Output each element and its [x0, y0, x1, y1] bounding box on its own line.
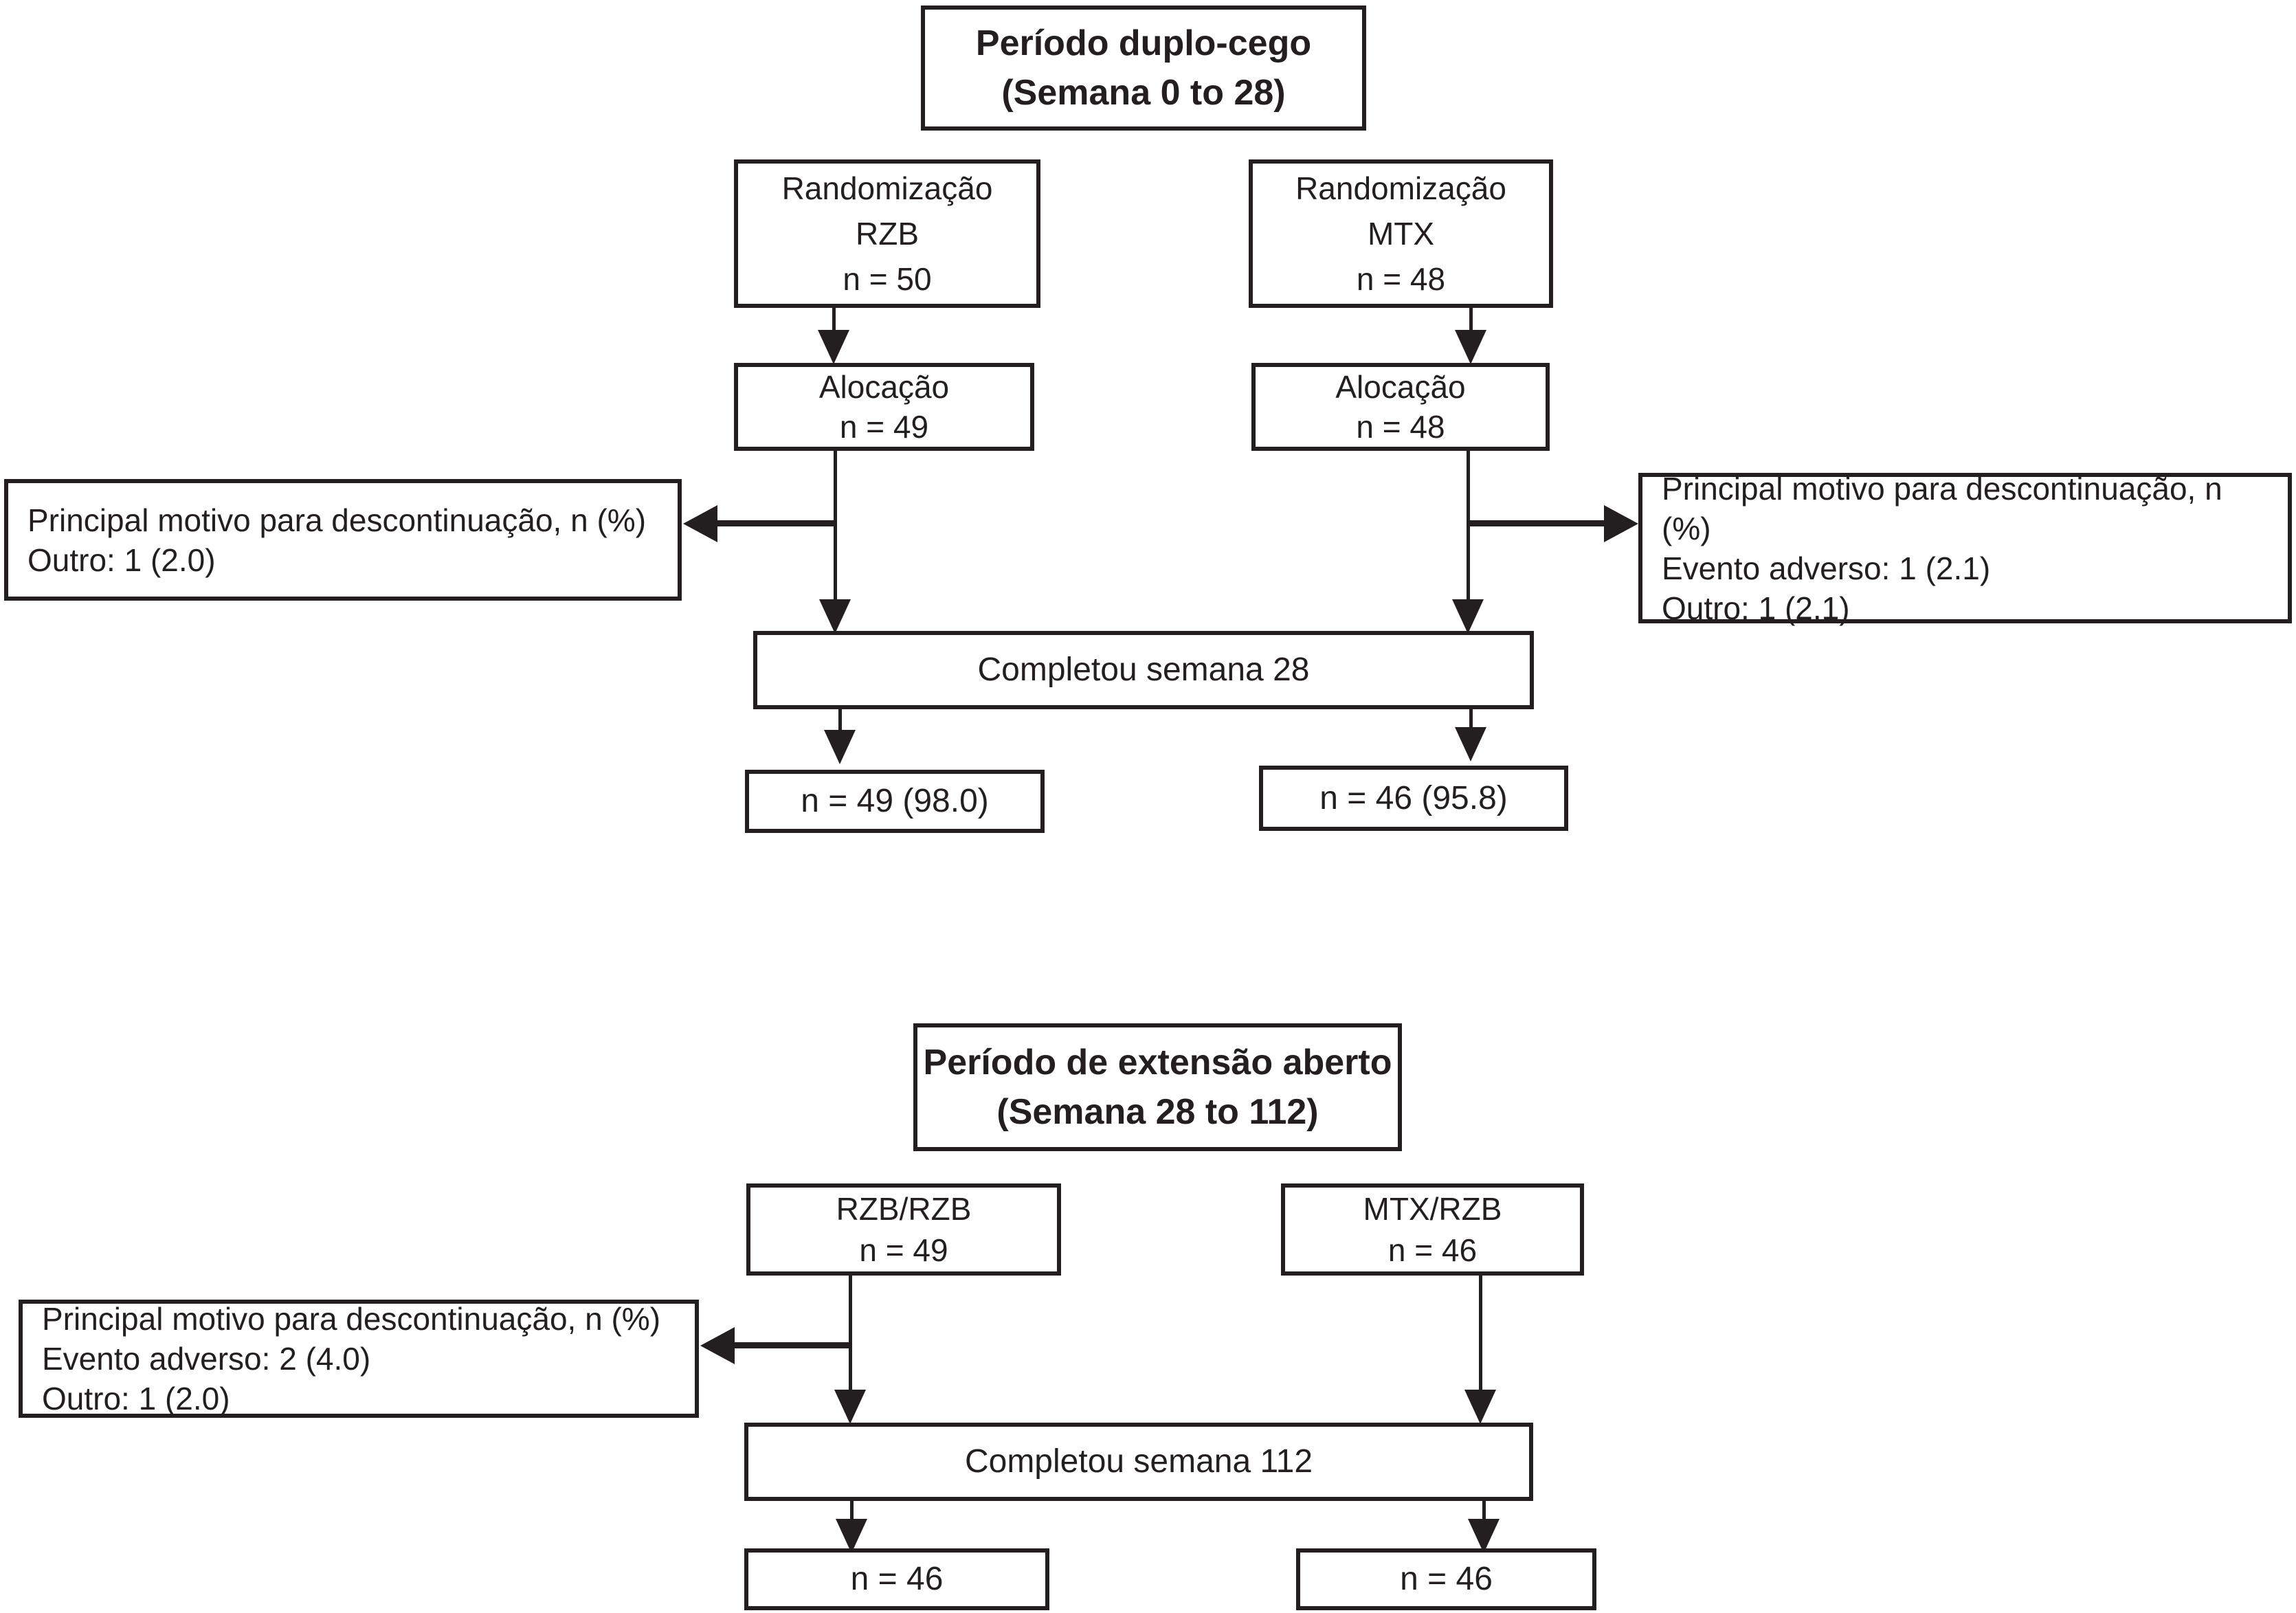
connector-rand-aloc-right	[1469, 308, 1473, 335]
discontinuation-bottom-line3: Outro: 1 (2.0)	[42, 1381, 230, 1416]
n-completed-rzb-value: n = 49 (98.0)	[801, 783, 989, 819]
discontinuation-right-line1: Principal motivo para descontinuação, n …	[1662, 470, 2222, 546]
arm-mtx-rzb-box: MTX/RZB n = 46	[1281, 1183, 1584, 1276]
arm-rzb-rzb-box: RZB/RZB n = 49	[746, 1183, 1061, 1276]
connector-completed-n-left	[838, 709, 842, 734]
bottom-period-title-line2: (Semana 28 to 112)	[996, 1092, 1319, 1132]
bottom-period-title-line1: Período de extensão aberto	[923, 1043, 1392, 1082]
connector-aloc-completed-right	[1467, 451, 1470, 606]
arm-mtx-rzb-label: MTX/RZB	[1363, 1191, 1502, 1227]
connector-completed112-n-left	[850, 1501, 854, 1524]
allocation-rzb-count: n = 49	[839, 409, 929, 445]
connector-completed-n-right	[1469, 709, 1473, 731]
randomization-mtx-line1: Randomização	[1295, 170, 1506, 206]
discontinuation-bottom-box: Principal motivo para descontinuação, n …	[19, 1300, 699, 1418]
randomization-rzb-box: Randomização RZB n = 50	[734, 159, 1040, 308]
arm-mtx-rzb-count: n = 46	[1387, 1232, 1478, 1268]
n-completed-mtx-box: n = 46 (95.8)	[1259, 766, 1568, 831]
connector-arm-completed-left	[849, 1276, 852, 1394]
connector-aloc-completed-left	[834, 451, 837, 606]
allocation-rzb-box: Alocação n = 49	[734, 363, 1034, 451]
arrowhead-down-n112-right	[1468, 1519, 1500, 1553]
top-period-title-line2: (Semana 0 to 28)	[1001, 73, 1286, 113]
n-completed112-rzb-box: n = 46	[744, 1548, 1049, 1610]
connector-arm-completed-right	[1479, 1276, 1482, 1394]
n-completed-mtx-value: n = 46 (95.8)	[1319, 779, 1508, 816]
n-completed112-mtx-box: n = 46	[1296, 1548, 1596, 1610]
branch-line-disc-right	[1468, 520, 1605, 526]
randomization-rzb-line1: Randomização	[781, 170, 993, 206]
allocation-mtx-count: n = 48	[1356, 409, 1445, 445]
arrowhead-down-completed112-right	[1464, 1390, 1496, 1424]
randomization-rzb-line2: RZB	[856, 216, 919, 252]
discontinuation-bottom-line2: Evento adverso: 2 (4.0)	[42, 1341, 371, 1377]
arrowhead-down-rand-aloc-left	[818, 330, 849, 364]
connector-rand-aloc-left	[832, 308, 836, 335]
completed-week112-box: Completou semana 112	[744, 1423, 1533, 1501]
completed-week28-box: Completou semana 28	[753, 631, 1534, 709]
arrowhead-right-disc-right	[1604, 505, 1638, 542]
arm-rzb-rzb-label: RZB/RZB	[836, 1191, 972, 1227]
top-period-title-box: Período duplo-cego (Semana 0 to 28)	[921, 5, 1366, 131]
arrowhead-left-disc-left	[683, 505, 717, 542]
arrowhead-down-n-left	[824, 730, 856, 764]
discontinuation-left-line2: Outro: 1 (2.0)	[27, 542, 216, 578]
completed-week28-label: Completou semana 28	[977, 652, 1310, 688]
arrowhead-down-rand-aloc-right	[1455, 330, 1486, 364]
branch-line-disc-left	[715, 520, 835, 526]
branch-line-disc-bottom	[730, 1342, 851, 1348]
arm-rzb-rzb-count: n = 49	[859, 1232, 948, 1268]
allocation-rzb-line1: Alocação	[818, 369, 950, 405]
arrowhead-down-completed-right	[1452, 599, 1484, 634]
n-completed-rzb-box: n = 49 (98.0)	[745, 770, 1045, 833]
allocation-mtx-line1: Alocação	[1335, 369, 1466, 405]
arrowhead-left-disc-bottom	[700, 1327, 735, 1364]
top-period-title-line1: Período duplo-cego	[975, 23, 1312, 63]
discontinuation-left-line1: Principal motivo para descontinuação, n …	[27, 502, 647, 538]
randomization-mtx-box: Randomização MTX n = 48	[1249, 159, 1553, 308]
bottom-period-title-box: Período de extensão aberto (Semana 28 to…	[913, 1023, 1402, 1151]
n-completed112-mtx-value: n = 46	[1400, 1561, 1493, 1597]
arrowhead-down-completed112-left	[834, 1390, 866, 1424]
arrowhead-down-n-right	[1455, 727, 1486, 761]
randomization-mtx-count: n = 48	[1356, 261, 1446, 297]
discontinuation-right-line2: Evento adverso: 1 (2.1)	[1662, 550, 1991, 586]
discontinuation-right-line3: Outro: 1 (2.1)	[1662, 590, 1850, 626]
discontinuation-right-box: Principal motivo para descontinuação, n …	[1638, 471, 2292, 626]
discontinuation-bottom-line1: Principal motivo para descontinuação, n …	[42, 1301, 661, 1337]
randomization-rzb-count: n = 50	[843, 261, 932, 297]
n-completed112-rzb-value: n = 46	[850, 1561, 944, 1597]
randomization-mtx-line2: MTX	[1367, 216, 1435, 252]
arrowhead-down-completed-left	[819, 599, 851, 634]
connector-completed112-n-right	[1482, 1501, 1486, 1524]
completed-week112-label: Completou semana 112	[964, 1443, 1313, 1480]
arrowhead-down-n112-left	[836, 1519, 867, 1553]
allocation-mtx-box: Alocação n = 48	[1251, 363, 1550, 451]
discontinuation-left-box: Principal motivo para descontinuação, n …	[4, 479, 682, 601]
